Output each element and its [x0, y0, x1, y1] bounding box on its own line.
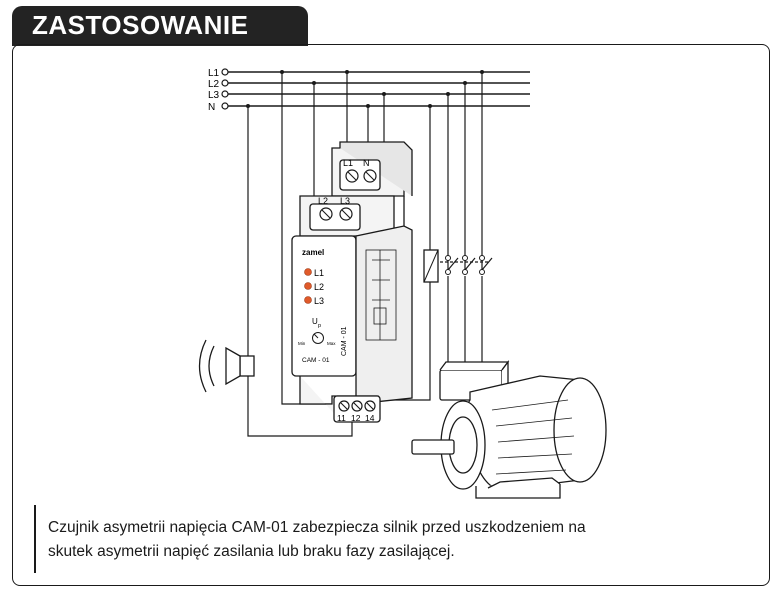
terminal-l3-icon [221, 90, 229, 98]
led-l1-icon [304, 268, 312, 276]
caption-accent-bar [34, 505, 36, 573]
header-tab: ZASTOSOWANIE [12, 6, 308, 46]
caption-line-1: Czujnik asymetrii napięcia CAM-01 zabezp… [48, 519, 586, 536]
model-side-label: CAM - 01 [341, 326, 348, 356]
led-l3-icon [304, 296, 312, 304]
siren-icon [198, 339, 255, 393]
motor-icon [411, 360, 607, 499]
terminal-label-l3: L3 [340, 196, 350, 206]
line-label-n: N [208, 102, 215, 113]
page-title: ZASTOSOWANIE [32, 10, 249, 40]
terminal-label-n: N [363, 158, 370, 168]
terminal-label-l1: L1 [343, 158, 353, 168]
knob-sub-label: p [318, 323, 321, 329]
led-l2-icon [304, 282, 312, 290]
terminal-label-14: 14 [365, 413, 375, 423]
terminal-l2-icon [221, 79, 229, 87]
caption-text: Czujnik asymetrii napięcia CAM-01 zabezp… [48, 516, 688, 564]
terminal-label-12: 12 [351, 413, 361, 423]
model-front-label: CAM - 01 [302, 357, 330, 364]
brand-logo: zamel [302, 248, 324, 257]
line-label-l3: L3 [208, 90, 220, 101]
terminal-l1-icon [221, 68, 229, 76]
terminal-n-icon [221, 102, 229, 110]
relay-device [291, 141, 413, 423]
terminal-label-l2: L2 [318, 196, 328, 206]
led-label-l2: L2 [314, 282, 324, 292]
caption-line-2: skutek asymetrii napięć zasilania lub br… [48, 543, 455, 560]
knob-min-label: Min [298, 341, 306, 346]
led-label-l3: L3 [314, 296, 324, 306]
led-label-l1: L1 [314, 268, 324, 278]
knob-max-label: Max [327, 341, 336, 346]
line-label-l1: L1 [208, 68, 220, 79]
content-frame [12, 44, 770, 586]
knob-label: U [312, 317, 318, 326]
line-label-l2: L2 [208, 79, 220, 90]
terminal-label-11: 11 [337, 413, 346, 423]
